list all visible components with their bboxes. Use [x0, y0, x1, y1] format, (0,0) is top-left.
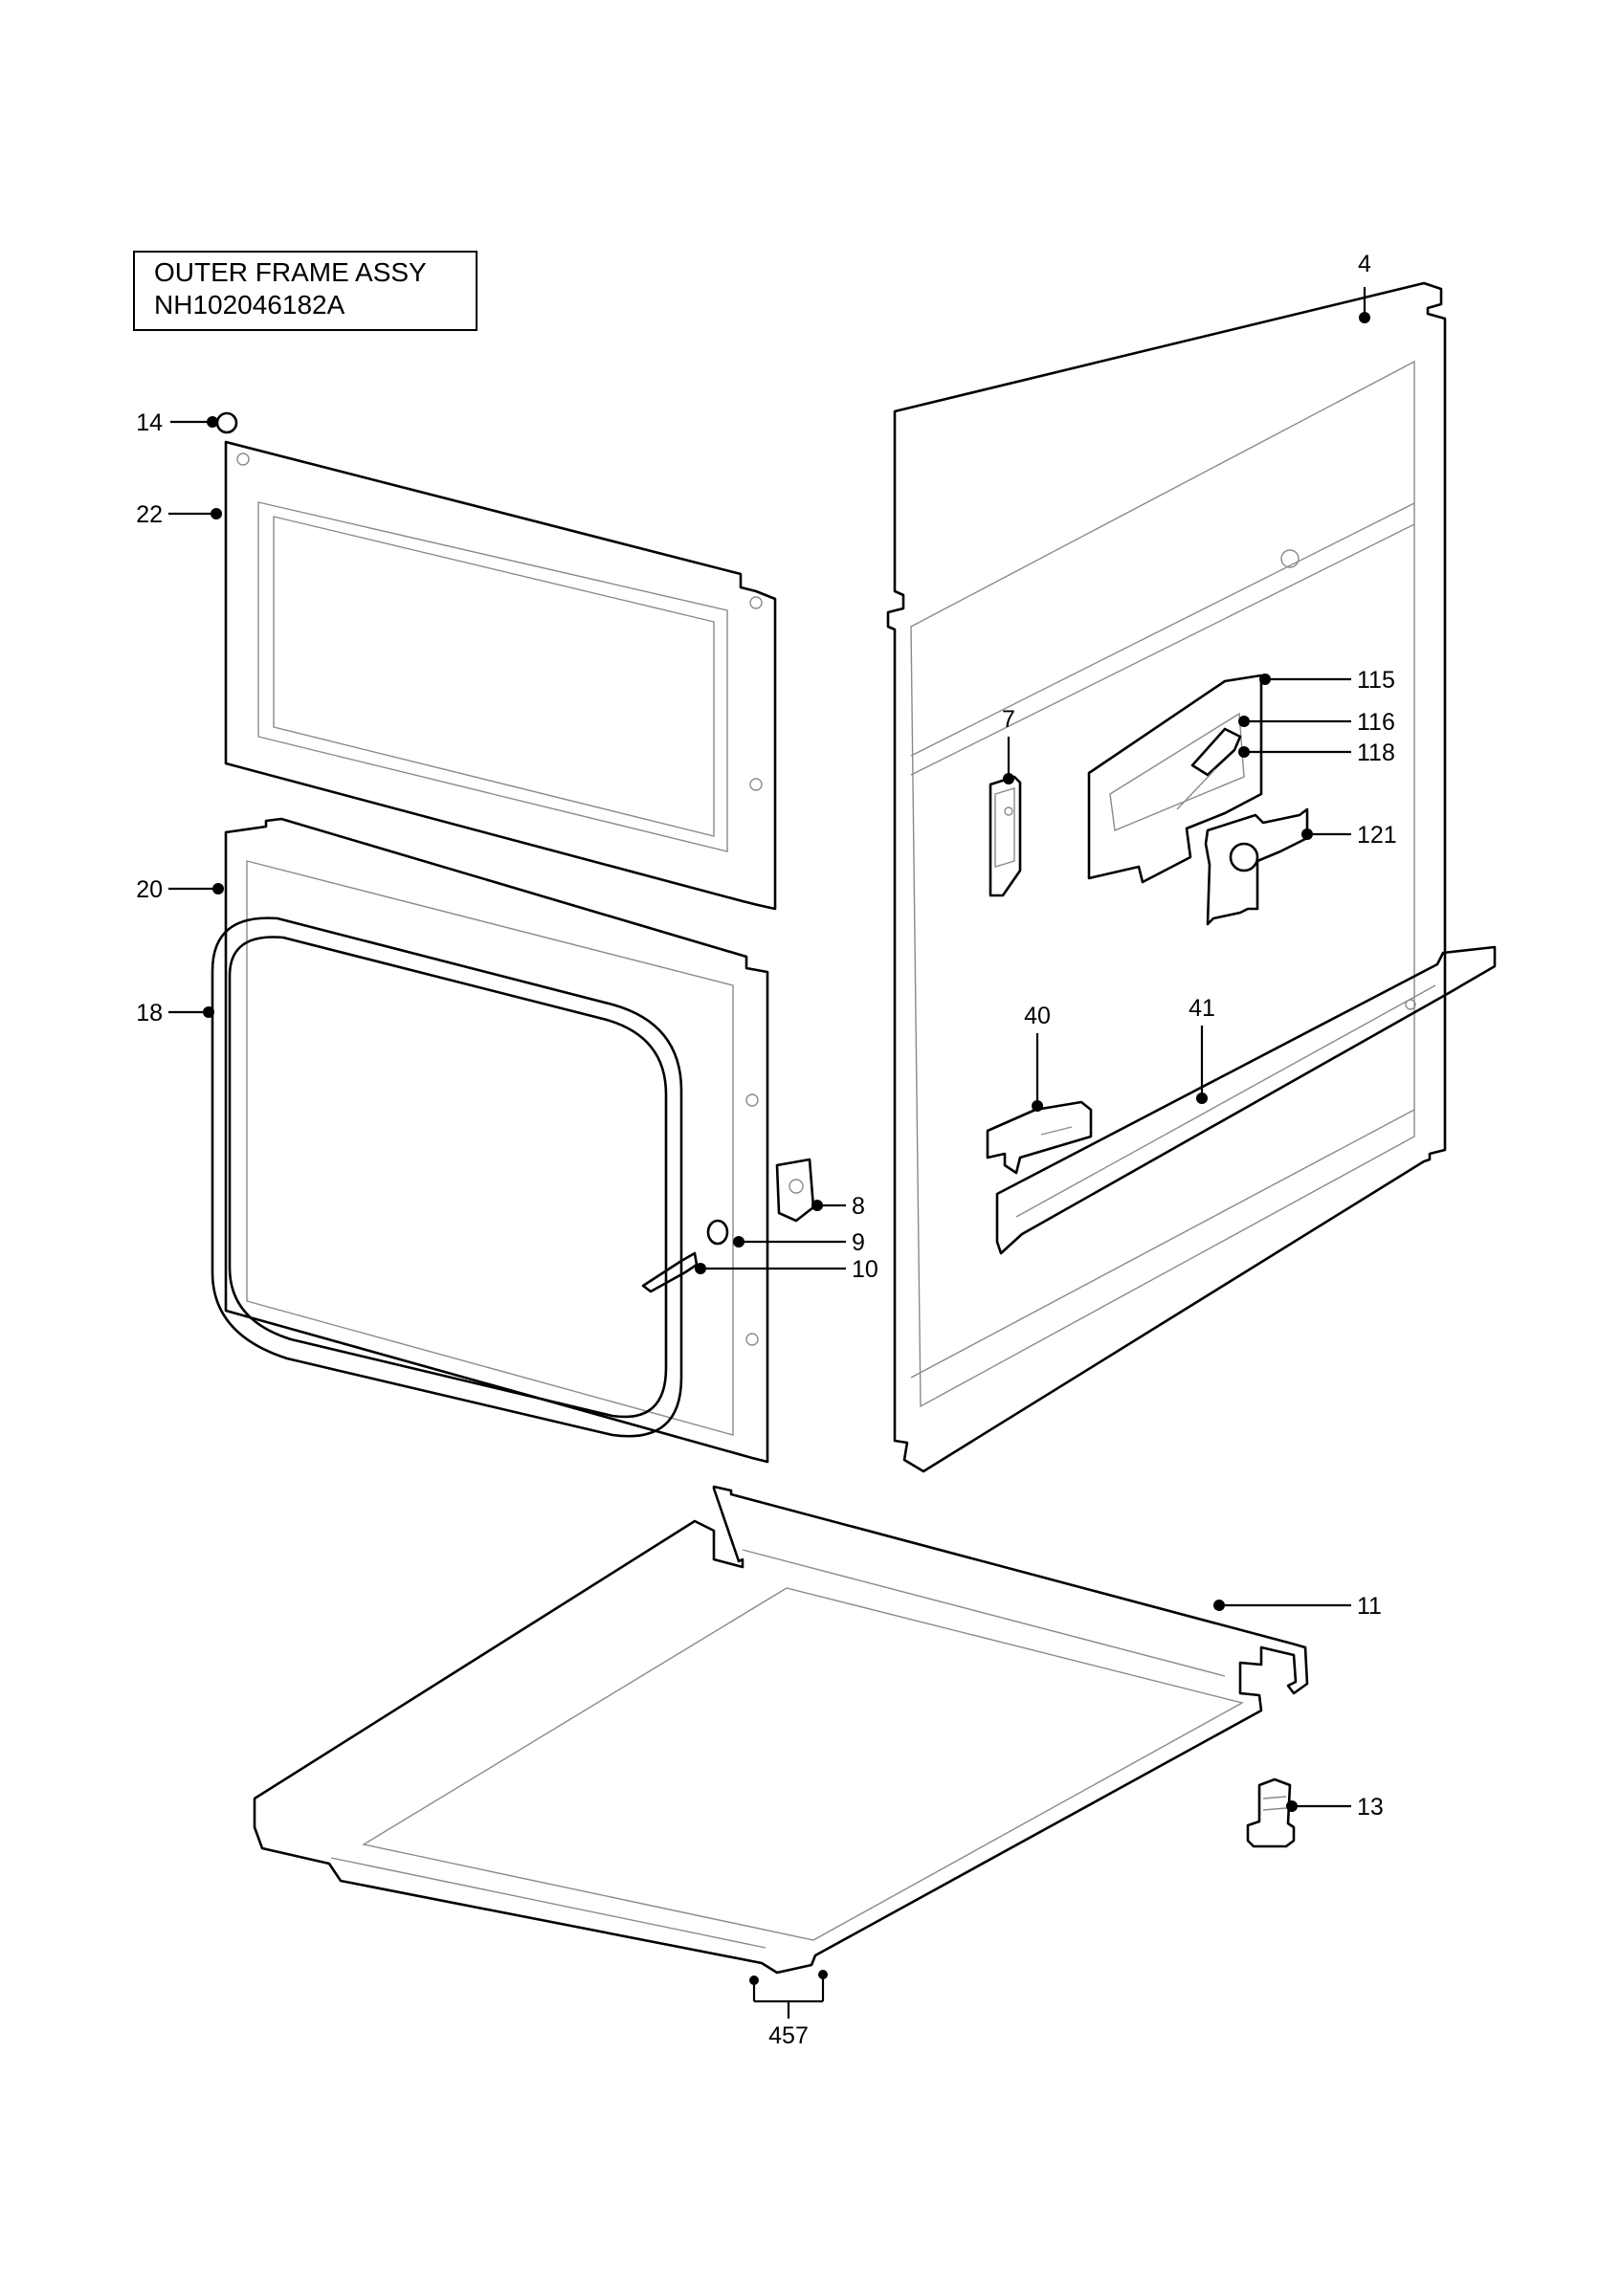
- top-panel-part-22: [224, 440, 777, 911]
- switch-part-116: [1176, 727, 1242, 810]
- thermostat-bracket-part-121: [1204, 807, 1309, 926]
- callout-115: 115: [1357, 667, 1395, 694]
- callout-118: 118: [1357, 740, 1395, 766]
- callout-numbers: 4 14 22 20 18 7 115 116 118 121 40 41 8 …: [136, 251, 1397, 2049]
- callout-40: 40: [1024, 1003, 1051, 1029]
- assembly-part-number: NH102046182A: [154, 290, 345, 320]
- side-panel-part-4: [886, 281, 1447, 1473]
- callout-7: 7: [1002, 706, 1015, 733]
- callout-121: 121: [1357, 822, 1397, 849]
- callout-10: 10: [852, 1256, 878, 1283]
- callout-116: 116: [1357, 709, 1395, 736]
- callout-13: 13: [1357, 1794, 1384, 1821]
- callout-20: 20: [136, 876, 163, 903]
- mounting-plate-part-115: [1087, 673, 1263, 884]
- slide-rail-part-41: [995, 945, 1497, 1255]
- bracket-part-40: [986, 1100, 1093, 1175]
- callout-4: 4: [1358, 251, 1371, 277]
- callout-457: 457: [768, 2022, 809, 2049]
- cap-part-14: [215, 411, 238, 434]
- pin-part-10: [641, 1251, 699, 1293]
- bracket-part-7: [989, 775, 1022, 897]
- callout-9: 9: [852, 1229, 865, 1256]
- callout-8: 8: [852, 1193, 865, 1220]
- callout-14: 14: [136, 409, 163, 436]
- callout-41: 41: [1189, 995, 1215, 1022]
- callout-11: 11: [1357, 1593, 1382, 1620]
- callout-18: 18: [136, 1000, 163, 1027]
- assembly-name: OUTER FRAME ASSY: [154, 257, 427, 287]
- clip-part-8: [775, 1158, 815, 1223]
- middle-panel-part-20: [224, 817, 769, 1464]
- callout-22: 22: [136, 501, 163, 528]
- bottom-frame-part-11: [253, 1485, 1309, 1975]
- door-seal-part-18: [211, 916, 683, 1438]
- leader-lines: [168, 287, 1370, 2019]
- screws-part-457: [749, 1970, 828, 1985]
- washer-part-9: [706, 1219, 729, 1246]
- assembly-title-box: OUTER FRAME ASSY NH102046182A: [133, 251, 478, 331]
- foot-part-13: [1246, 1777, 1296, 1848]
